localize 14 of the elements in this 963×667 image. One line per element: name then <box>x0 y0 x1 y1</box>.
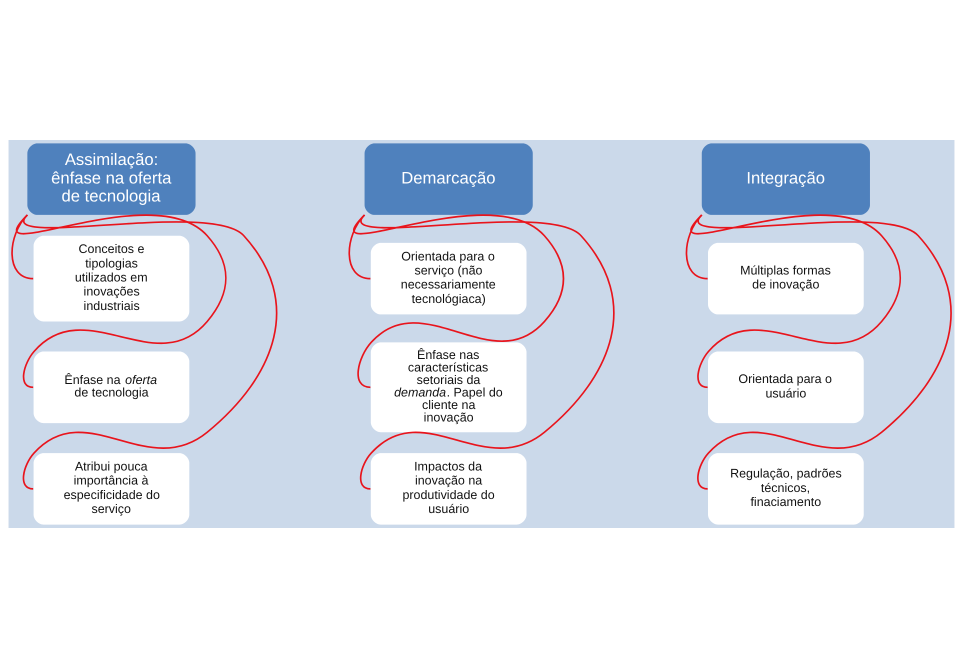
node-box: Impactos da inovação na produtividade do usuário <box>370 452 526 524</box>
node-box: Ênfase nas características setoriais da demanda. Papel do cliente na inovação <box>370 342 526 432</box>
node-box: Integração <box>702 142 870 214</box>
node-box: Assimilação: ênfase na oferta de tecnologia <box>27 142 196 214</box>
node-box: Múltiplas formas de inovação <box>708 242 864 314</box>
node-box: Atribui pouca importância à especificidade do serviço <box>34 452 190 524</box>
node-box: Ênfase na oferta de tecnologia <box>34 350 190 423</box>
connector <box>686 214 708 279</box>
node-box: Regulação, padrões técnicos, finaciamento <box>708 452 864 524</box>
connector <box>354 214 564 388</box>
node-box: Demarcação <box>364 142 533 214</box>
node-box: Orientada para o usuário <box>708 350 864 423</box>
node-box: Conceitos e tipologias utilizados em inovações industriais <box>34 235 190 321</box>
node-box: Orientada para o serviço (não necessariamente tecnológiaca) <box>370 242 526 314</box>
